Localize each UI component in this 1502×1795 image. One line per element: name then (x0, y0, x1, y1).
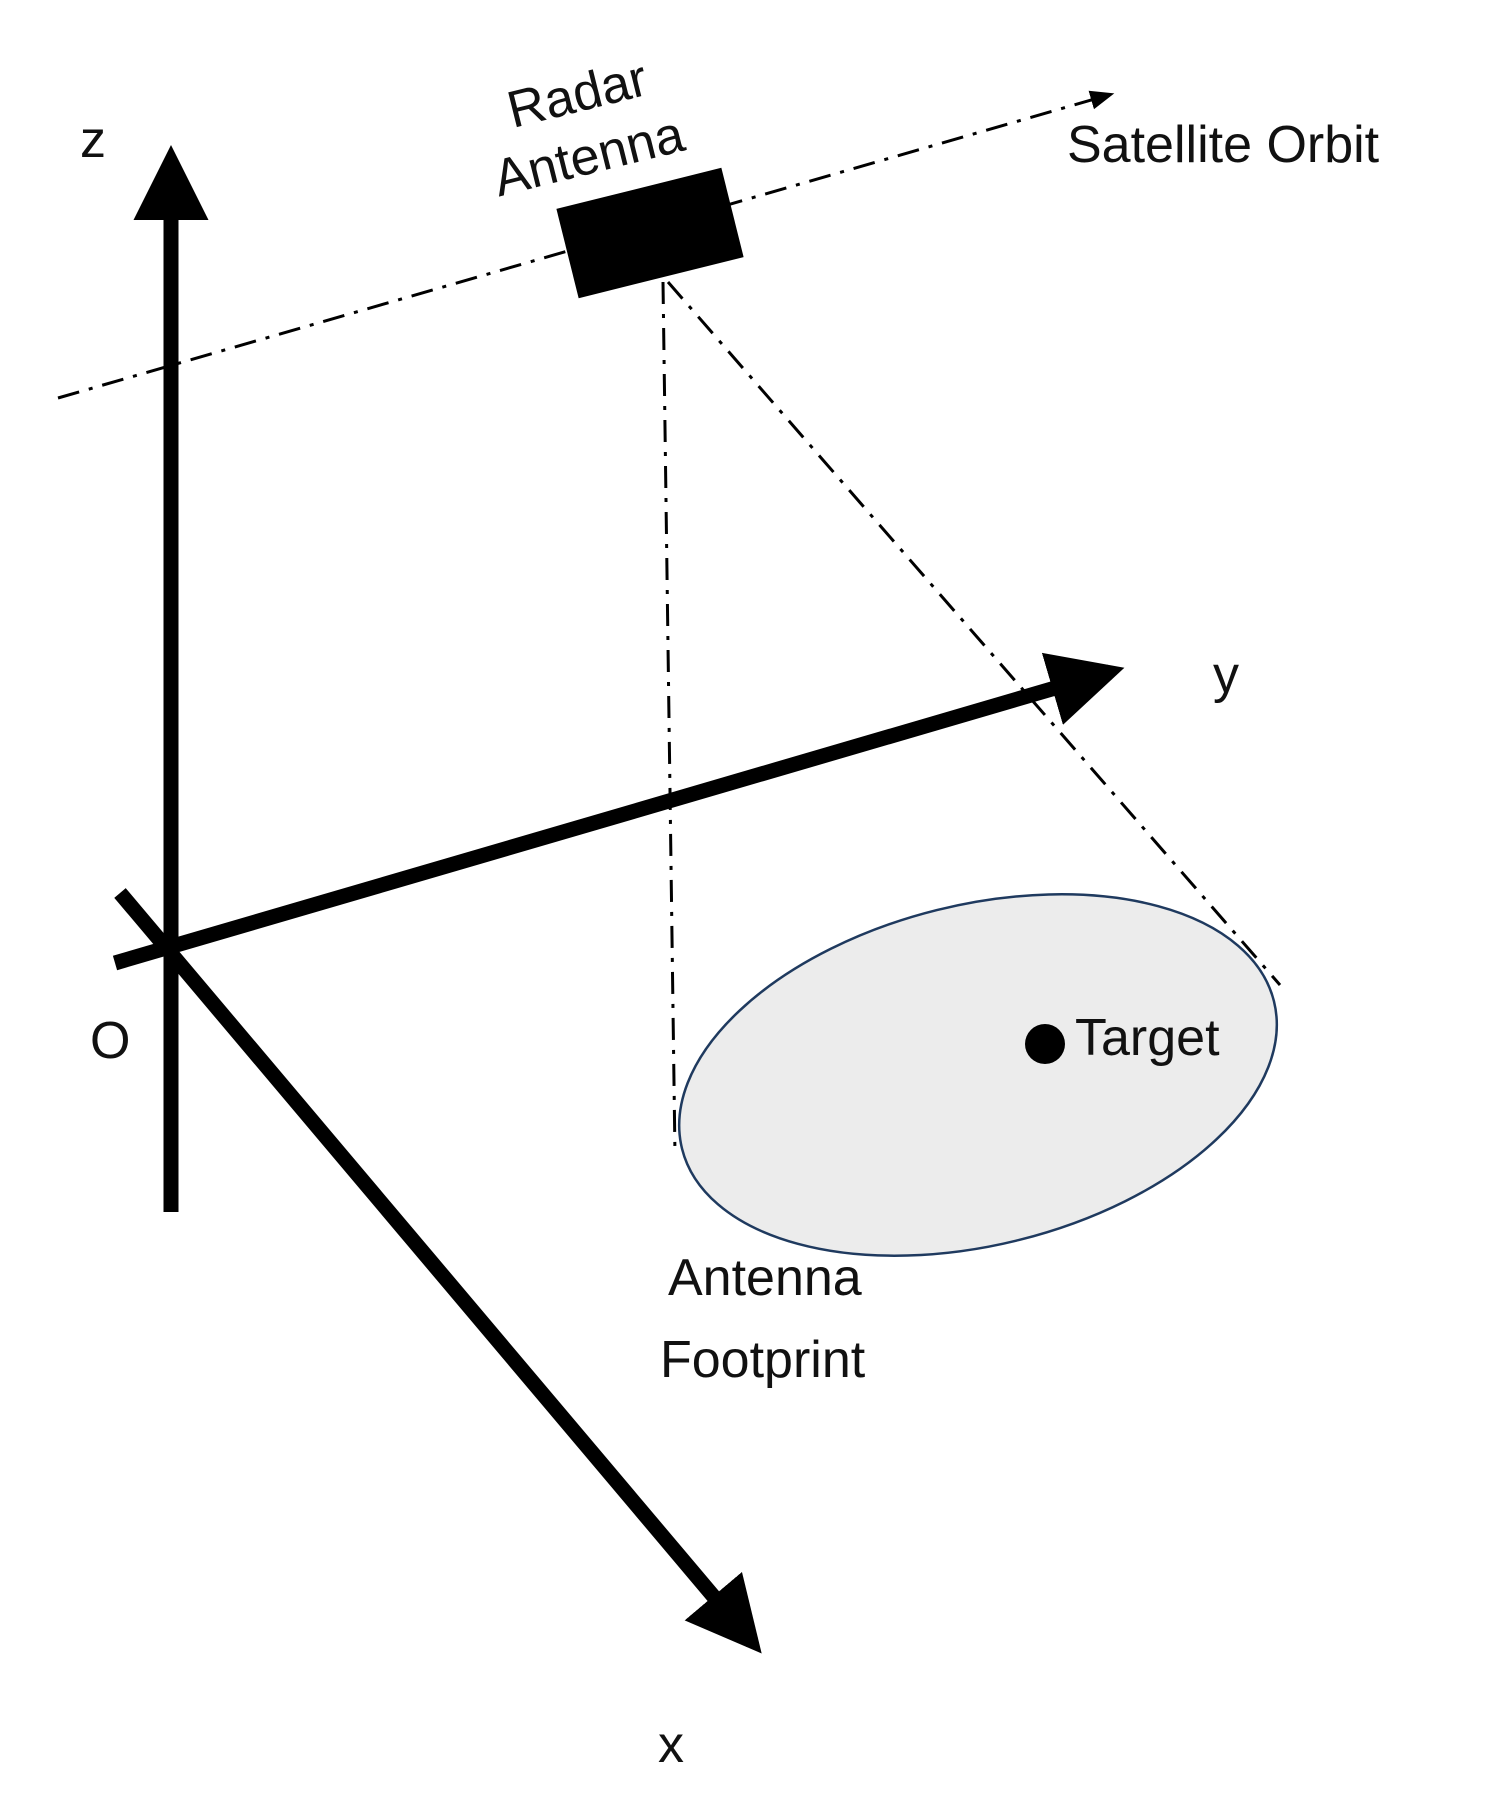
antenna-footprint-ellipse (677, 893, 1279, 1257)
x-axis-label: x (658, 1716, 684, 1774)
beam-line-vertical (661, 281, 677, 1156)
antenna-footprint-label-line2: Footprint (660, 1331, 866, 1389)
target-point (1025, 1024, 1065, 1064)
x-axis (114, 888, 762, 1654)
beam-line-slant (666, 281, 1282, 986)
y-axis-label: y (1213, 646, 1239, 704)
z-axis-label: z (80, 111, 106, 169)
satellite-orbit-label: Satellite Orbit (1067, 116, 1380, 174)
radar-antenna-block (556, 167, 744, 299)
origin-label: O (90, 1012, 130, 1070)
antenna-footprint-label-line1: Antenna (668, 1249, 862, 1307)
target-label: Target (1075, 1009, 1220, 1067)
y-axis (112, 652, 1125, 971)
radar-antenna-label: Radar Antenna (488, 49, 690, 208)
